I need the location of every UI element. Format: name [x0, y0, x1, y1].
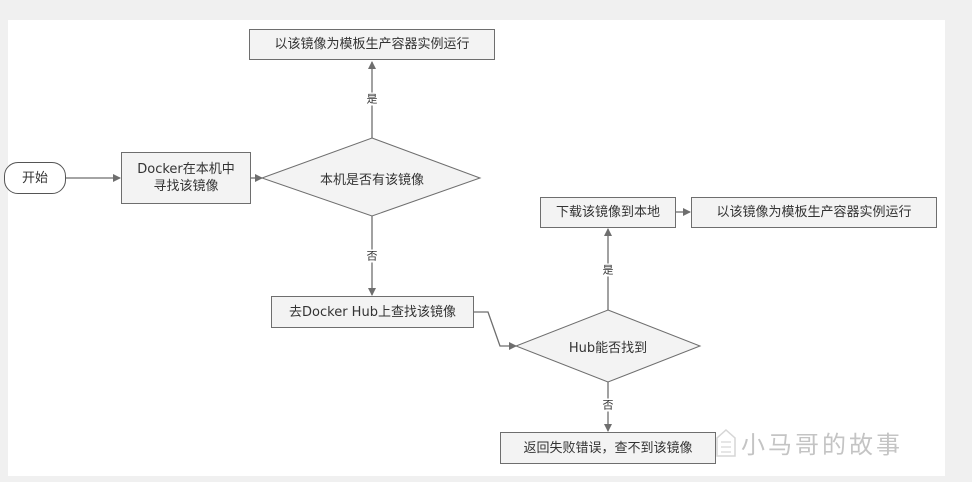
- edge-label-local-no: 否: [365, 249, 379, 263]
- run-local-node: 以该镜像为模板生产容器实例运行: [249, 29, 495, 60]
- start-label: 开始: [21, 170, 48, 186]
- edge-label-hub-no: 否: [601, 398, 615, 412]
- search-local-label: Docker在本机中 寻找该镜像: [137, 162, 235, 194]
- watermark-logo-icon: [716, 428, 736, 457]
- edge-hub-search-to-decision: [474, 311, 517, 350]
- has-image-label: 本机是否有该镜像: [319, 172, 424, 188]
- edge-label-hub-yes: 是: [601, 263, 615, 277]
- run-remote-node: 以该镜像为模板生产容器实例运行: [691, 197, 937, 228]
- run-local-label: 以该镜像为模板生产容器实例运行: [274, 37, 470, 52]
- run-remote-label: 以该镜像为模板生产容器实例运行: [716, 205, 912, 220]
- search-hub-node: 去Docker Hub上查找该镜像: [271, 296, 474, 328]
- diagram-canvas: [8, 20, 945, 476]
- error-node: 返回失败错误，查不到该镜像: [500, 432, 716, 464]
- start-node: 开始: [4, 162, 66, 194]
- watermark: 小马哥的故事: [715, 425, 903, 460]
- search-hub-label: 去Docker Hub上查找该镜像: [289, 304, 456, 320]
- search-local-node: Docker在本机中 寻找该镜像: [121, 152, 251, 204]
- download-node: 下载该镜像到本地: [540, 197, 676, 228]
- error-label: 返回失败错误，查不到该镜像: [523, 440, 693, 456]
- edge-label-local-yes: 是: [365, 92, 379, 106]
- watermark-text: 小马哥的故事: [741, 431, 903, 459]
- hub-found-label: Hub能否找到: [568, 340, 648, 356]
- download-label: 下载该镜像到本地: [555, 205, 660, 220]
